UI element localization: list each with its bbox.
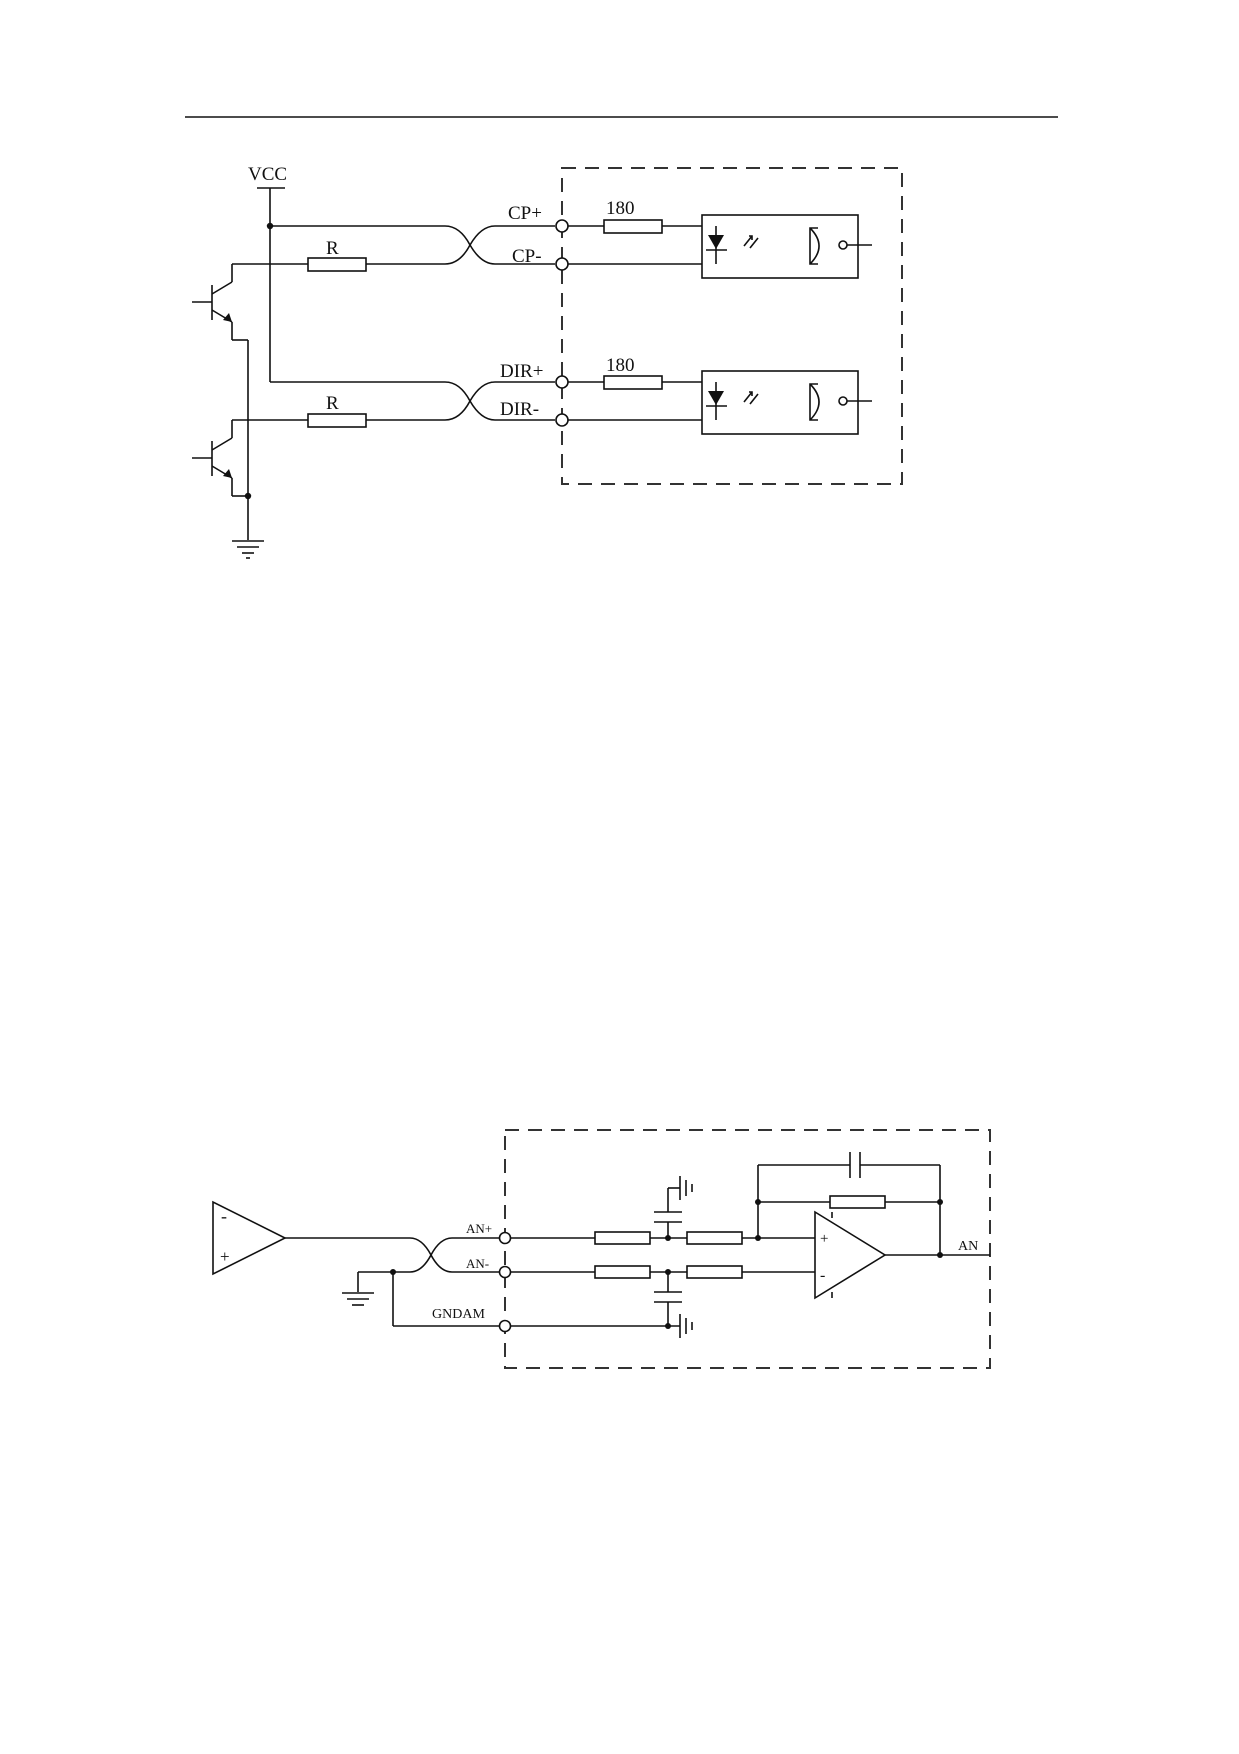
terminal-dir-minus bbox=[555, 413, 569, 427]
q1-emitter-arrow-icon bbox=[223, 313, 232, 322]
q2-emitter-arrow-icon bbox=[223, 469, 232, 478]
opto-dir-light-arrows-icon bbox=[743, 391, 759, 405]
optocoupler-dir bbox=[701, 370, 859, 435]
amp-minus-symbol: - bbox=[820, 1267, 825, 1284]
resistor-an-plus-1 bbox=[594, 1231, 651, 1245]
gndam-cap-junction bbox=[665, 1323, 671, 1329]
twist-dir-b bbox=[444, 381, 496, 421]
q2-collector bbox=[211, 437, 233, 451]
twist-an-b bbox=[409, 1237, 453, 1273]
amp-plus-symbol: + bbox=[820, 1231, 828, 1247]
an-minus-label: AN- bbox=[466, 1256, 489, 1271]
opto-dir-output-pin bbox=[838, 396, 848, 406]
source-opamp-minus: - bbox=[221, 1206, 227, 1226]
opto-dir-detector-icon bbox=[809, 383, 820, 421]
resistor-r1 bbox=[307, 257, 367, 272]
pulse-direction-input-circuit: VCC R CP+ CP- 180 bbox=[192, 164, 903, 559]
resistor-an-minus-2 bbox=[686, 1265, 743, 1279]
upper-chassis-ground-icon bbox=[679, 1176, 693, 1200]
resistor-180-dir-label: 180 bbox=[606, 355, 635, 376]
opto-dir-led-icon bbox=[708, 391, 724, 405]
terminal-cp-minus bbox=[555, 257, 569, 271]
opto-cp-detector-icon bbox=[809, 227, 820, 265]
terminal-cp-plus bbox=[555, 219, 569, 233]
resistor-180-dir bbox=[603, 375, 663, 390]
resistor-an-minus-1 bbox=[594, 1265, 651, 1279]
resistor-180-cp bbox=[603, 219, 663, 234]
driver-boundary-2 bbox=[504, 1129, 991, 1369]
twist-cp-b bbox=[444, 225, 496, 265]
resistor-r1-label: R bbox=[326, 238, 339, 259]
resistor-an-plus-2 bbox=[686, 1231, 743, 1245]
gndam-label: GNDAM bbox=[432, 1307, 485, 1322]
terminal-an-plus bbox=[498, 1231, 512, 1245]
an-plus-label: AN+ bbox=[466, 1221, 492, 1236]
opto-cp-output-pin bbox=[838, 240, 848, 250]
vcc-label: VCC bbox=[248, 164, 287, 185]
lower-chassis-ground-icon bbox=[679, 1314, 693, 1338]
terminal-an-minus bbox=[498, 1265, 512, 1279]
cp-plus-label: CP+ bbox=[508, 203, 542, 224]
optocoupler-cp bbox=[701, 214, 859, 279]
ground-icon bbox=[232, 540, 264, 559]
resistor-180-cp-label: 180 bbox=[606, 198, 635, 219]
resistor-r2 bbox=[307, 413, 367, 428]
opto-cp-light-arrows-icon bbox=[743, 235, 759, 249]
source-opamp bbox=[212, 1200, 287, 1276]
opto-cp-led-icon bbox=[708, 235, 724, 249]
terminal-gndam bbox=[498, 1319, 512, 1333]
terminal-dir-plus bbox=[555, 375, 569, 389]
feedback-resistor bbox=[829, 1195, 886, 1209]
source-opamp-plus: + bbox=[220, 1247, 230, 1266]
dir-minus-label: DIR- bbox=[500, 399, 539, 420]
source-ground-icon bbox=[342, 1292, 374, 1306]
an-output-label: AN bbox=[958, 1239, 978, 1254]
resistor-r2-label: R bbox=[326, 393, 339, 414]
input-amplifier bbox=[814, 1210, 887, 1300]
driver-boundary-1 bbox=[561, 167, 903, 485]
dir-plus-label: DIR+ bbox=[500, 361, 543, 382]
q1-collector bbox=[211, 281, 233, 295]
cp-minus-label: CP- bbox=[512, 246, 542, 267]
analog-input-circuit: - + AN+ AN- GNDAM bbox=[212, 1129, 991, 1369]
